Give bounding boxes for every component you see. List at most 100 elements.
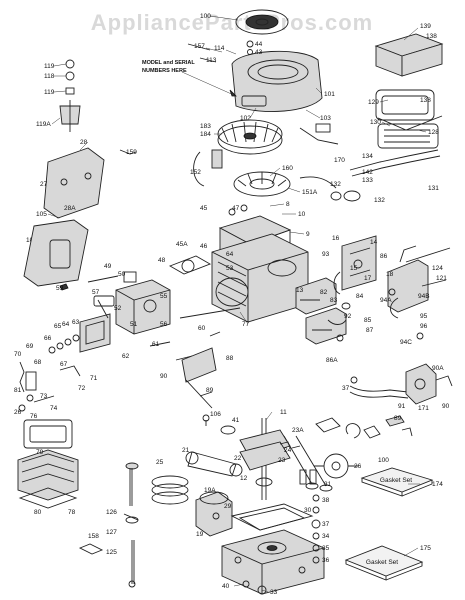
part-label: 183 bbox=[200, 123, 211, 130]
part-label: 91 bbox=[398, 403, 406, 410]
part-label: 47 bbox=[232, 205, 240, 212]
part-label: 36 bbox=[322, 557, 330, 564]
part-label: 27 bbox=[40, 181, 48, 188]
part-label: 43 bbox=[255, 49, 263, 56]
part-label: 119 bbox=[44, 63, 55, 70]
part-label: 106 bbox=[210, 411, 221, 418]
part-label: 79 bbox=[36, 449, 44, 456]
valves bbox=[279, 435, 333, 492]
part-label: 170 bbox=[334, 157, 345, 164]
part-label: 28 bbox=[80, 139, 88, 146]
part-label: 65 bbox=[54, 323, 62, 330]
part-label: 9 bbox=[306, 231, 310, 238]
watermark-text: AppliancePartsPros.com bbox=[91, 10, 373, 35]
part-label: 174 bbox=[432, 481, 443, 488]
fuel-pipe-and-clamps bbox=[299, 123, 441, 202]
part-label: 24 bbox=[284, 447, 292, 454]
part-label: 29 bbox=[224, 503, 232, 510]
part-label: 68 bbox=[34, 359, 42, 366]
part-label: 16 bbox=[332, 235, 340, 242]
part-label: 26 bbox=[14, 409, 22, 416]
part-label: 37 bbox=[322, 521, 330, 528]
part-label: 19 bbox=[196, 531, 204, 538]
part-label: 139 bbox=[420, 23, 431, 30]
part-label: 37 bbox=[342, 385, 350, 392]
part-label: 175 bbox=[420, 545, 431, 552]
part-label: 126 bbox=[106, 509, 117, 516]
fuel-tank-bracket bbox=[43, 147, 137, 219]
part-label: 94C bbox=[400, 339, 412, 346]
part-label: 76 bbox=[30, 413, 38, 420]
part-label: 69 bbox=[26, 343, 34, 350]
part-label: 127 bbox=[106, 529, 117, 536]
leader-lines bbox=[37, 15, 427, 593]
part-label: 138 bbox=[426, 33, 437, 40]
part-label: 114 bbox=[214, 45, 225, 52]
cam-gear-and-lifters bbox=[299, 453, 358, 485]
intake-gasket-plate bbox=[23, 219, 89, 287]
part-label: 53 bbox=[226, 265, 234, 272]
part-label: 18 bbox=[386, 271, 394, 278]
blower-housing bbox=[231, 50, 323, 112]
part-label: 44 bbox=[255, 41, 263, 48]
part-label: 19A bbox=[204, 487, 216, 494]
part-label: 78 bbox=[68, 509, 76, 516]
part-label: 103 bbox=[320, 115, 331, 122]
part-label: 45 bbox=[200, 205, 208, 212]
part-label: 64 bbox=[226, 251, 234, 258]
part-label: 160 bbox=[282, 165, 293, 172]
part-label: 73 bbox=[40, 393, 48, 400]
gasket-set-box-174: Gasket Set bbox=[360, 467, 434, 497]
part-label: 100 bbox=[200, 13, 211, 20]
part-label: 62 bbox=[122, 353, 130, 360]
part-label: 80 bbox=[34, 509, 42, 516]
part-label: 158 bbox=[88, 533, 99, 540]
part-label: 85 bbox=[364, 317, 372, 324]
part-label: 61 bbox=[152, 341, 160, 348]
part-label: 151A bbox=[302, 189, 318, 196]
part-label: 124 bbox=[432, 265, 443, 272]
carburetor-small-parts bbox=[18, 275, 119, 412]
gasket-set-175-label: Gasket Set bbox=[366, 559, 398, 566]
flywheel bbox=[217, 119, 283, 155]
model-serial-note: MODEL and SERIAL NUMBERS HERE bbox=[142, 60, 237, 97]
connecting-rod bbox=[185, 451, 243, 477]
part-label: 81 bbox=[14, 387, 22, 394]
part-label: 23A bbox=[292, 427, 304, 434]
air-filter-element bbox=[17, 449, 79, 509]
part-label: 105 bbox=[36, 211, 47, 218]
part-label: 25 bbox=[156, 459, 164, 466]
governor-control bbox=[387, 245, 451, 340]
cylinder-head-gasket bbox=[168, 255, 212, 275]
part-label: 95 bbox=[420, 313, 428, 320]
part-label: 86 bbox=[380, 253, 388, 260]
part-label: 30 bbox=[304, 507, 312, 514]
oil-seals-and-pins bbox=[202, 302, 358, 435]
part-label: 26 bbox=[354, 463, 362, 470]
part-callouts: 100 157 44 43 114 113 139 138 119 118 11… bbox=[14, 13, 450, 596]
part-label: 34 bbox=[322, 533, 330, 540]
part-label: 56 bbox=[160, 321, 168, 328]
part-label: 70 bbox=[14, 351, 22, 358]
carburetor-gasket-and-spacer bbox=[79, 299, 111, 353]
gasket-set-box-175: Gasket Set bbox=[344, 545, 424, 581]
part-label: 82 bbox=[320, 289, 328, 296]
part-label: 88 bbox=[226, 355, 234, 362]
part-label: 131 bbox=[428, 185, 439, 192]
part-label: 90 bbox=[442, 403, 450, 410]
breather-assembly bbox=[295, 277, 347, 345]
part-label: 59 bbox=[56, 285, 64, 292]
part-label: 14 bbox=[370, 239, 378, 246]
part-label: 113 bbox=[206, 57, 217, 64]
part-label: 13 bbox=[296, 287, 304, 294]
muffler-bracket bbox=[349, 363, 453, 405]
part-label: 184 bbox=[200, 131, 211, 138]
part-label: 55 bbox=[160, 293, 168, 300]
part-label: 132 bbox=[374, 197, 385, 204]
small-top-parts bbox=[59, 40, 254, 132]
part-label: 10 bbox=[298, 211, 306, 218]
part-label: 60 bbox=[198, 325, 206, 332]
part-label: 100 bbox=[378, 457, 389, 464]
carburetor bbox=[93, 271, 171, 335]
